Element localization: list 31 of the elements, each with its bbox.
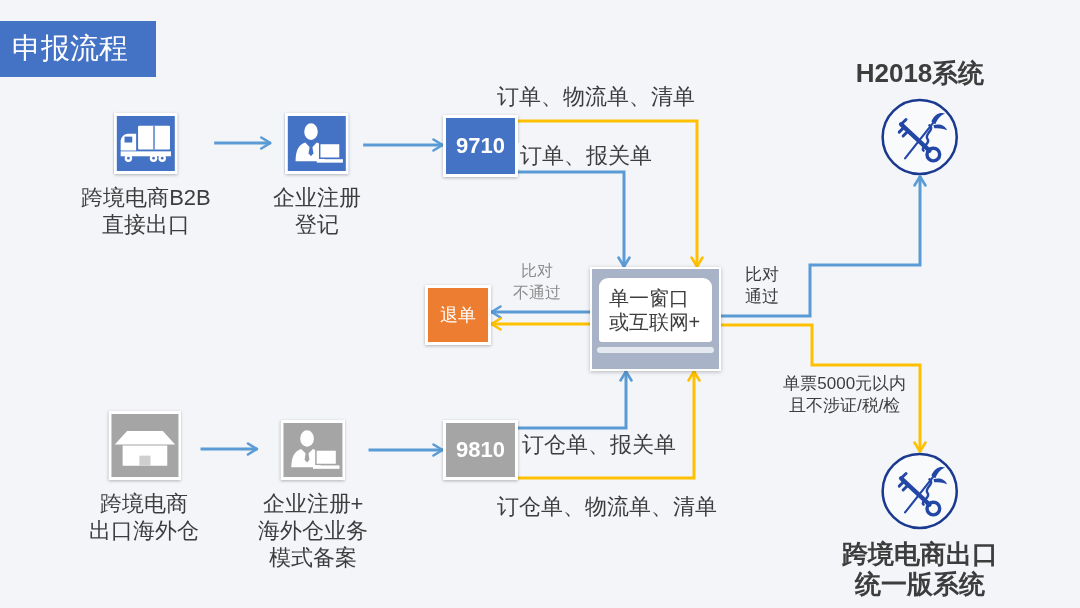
process-box [443,420,518,480]
edge-label: 订仓单、报关单 [520,432,678,458]
node-label: 9810 [456,437,505,463]
process-box [425,285,491,345]
edge-label: 订仓单、物流单、清单 [495,494,719,520]
node-label: 企业注册+海外仓业务模式备案 [257,490,369,571]
arrow [518,370,633,430]
node-label: H2018系统 [855,58,985,88]
node-label: 跨境电商出口海外仓 [89,490,201,544]
edge-label: 订单、物流单、清单 [495,84,697,110]
arrow [200,442,259,456]
arrow [490,305,590,319]
edge-label: 订单、报关单 [518,143,654,169]
node-label: 退单 [440,304,476,327]
arrow [363,138,444,152]
node-label: 9710 [456,133,505,159]
title-banner: 申报流程 [0,21,156,77]
computer-monitor [590,267,721,371]
arrow [368,443,444,457]
arrow [518,170,631,268]
arrow [721,323,927,453]
process-box [443,115,518,177]
node-label: 跨境电商出口统一版系统 [841,539,999,599]
node-label: 单一窗口或互联网+ [608,286,702,334]
node-label: 跨境电商B2B直接出口 [80,184,212,238]
arrow [518,370,701,480]
node-label: 企业注册登记 [272,184,362,238]
arrow [214,136,272,150]
arrow [518,119,704,268]
arrow [721,175,927,318]
arrow [490,317,590,331]
